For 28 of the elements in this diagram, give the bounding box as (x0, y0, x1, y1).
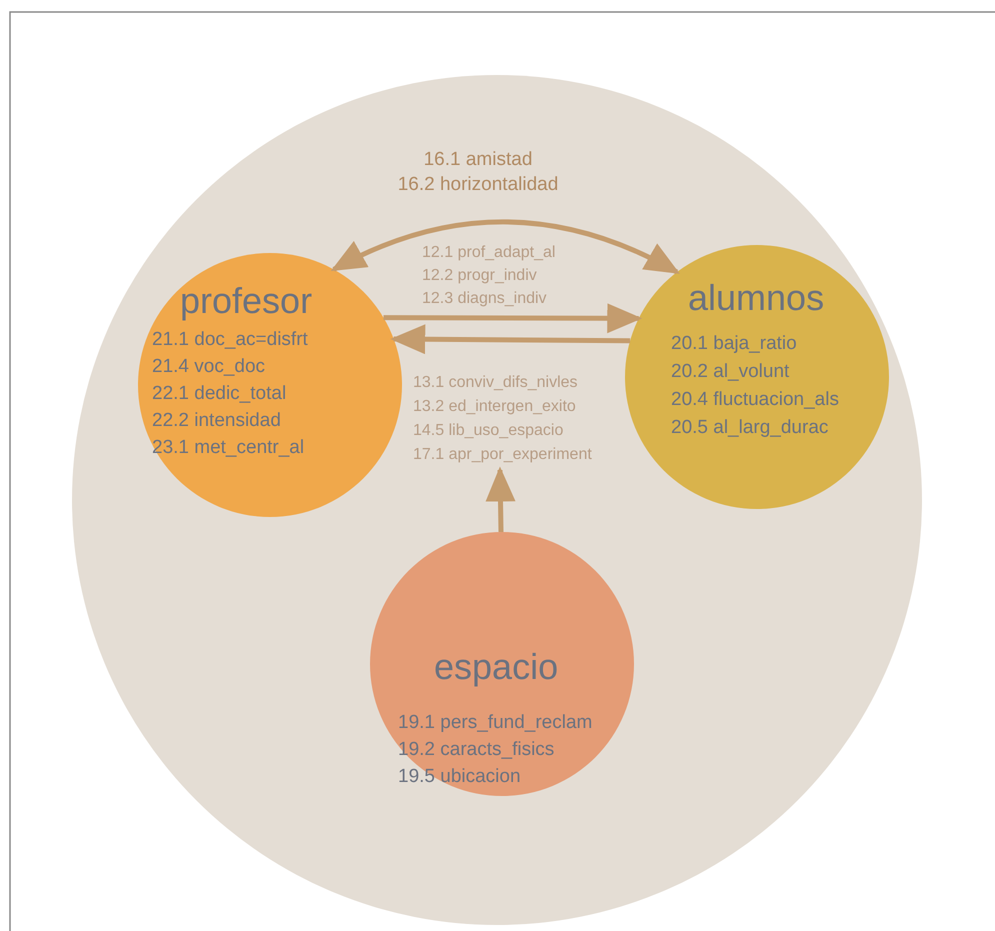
list-item: 17.1 apr_por_experiment (413, 445, 592, 465)
arrow (390, 324, 630, 354)
list-item: 22.2 intensidad (152, 409, 281, 433)
arrow (331, 219, 680, 274)
list-item: 20.4 fluctuacion_als (671, 388, 839, 412)
list-item: 20.5 al_larg_durac (671, 416, 828, 440)
list-item: 21.1 doc_ac=disfrt (152, 328, 308, 352)
list-item: 13.2 ed_intergen_exito (413, 397, 576, 417)
list-item: 20.1 baja_ratio (671, 332, 797, 356)
relation-label: 12.2 progr_indiv (422, 266, 537, 286)
topic-heading: profesor (180, 281, 312, 321)
list-item: 19.2 caracts_fisics (398, 738, 554, 762)
list-item: 19.1 pers_fund_reclam (398, 711, 592, 735)
list-item: 22.1 dedic_total (152, 382, 286, 406)
arrow (485, 467, 516, 532)
list-item: 21.4 voc_doc (152, 355, 266, 379)
topic-heading: alumnos (688, 278, 824, 318)
relation-label: 12.3 diagns_indiv (422, 289, 547, 309)
list-item: 13.1 conviv_difs_nivles (413, 373, 578, 393)
list-item: 19.5 ubicacion (398, 765, 521, 789)
list-item: 20.2 al_volunt (671, 360, 790, 384)
arrow (384, 303, 642, 334)
relation-label: 12.1 prof_adapt_al (422, 243, 556, 263)
list-item: 14.5 lib_uso_espacio (413, 421, 564, 441)
relation-label: 16.2 horizontalidad (398, 174, 558, 196)
topic-heading: espacio (434, 647, 558, 687)
relation-label: 16.1 amistad (424, 149, 532, 171)
list-item: 23.1 met_centr_al (152, 436, 304, 460)
